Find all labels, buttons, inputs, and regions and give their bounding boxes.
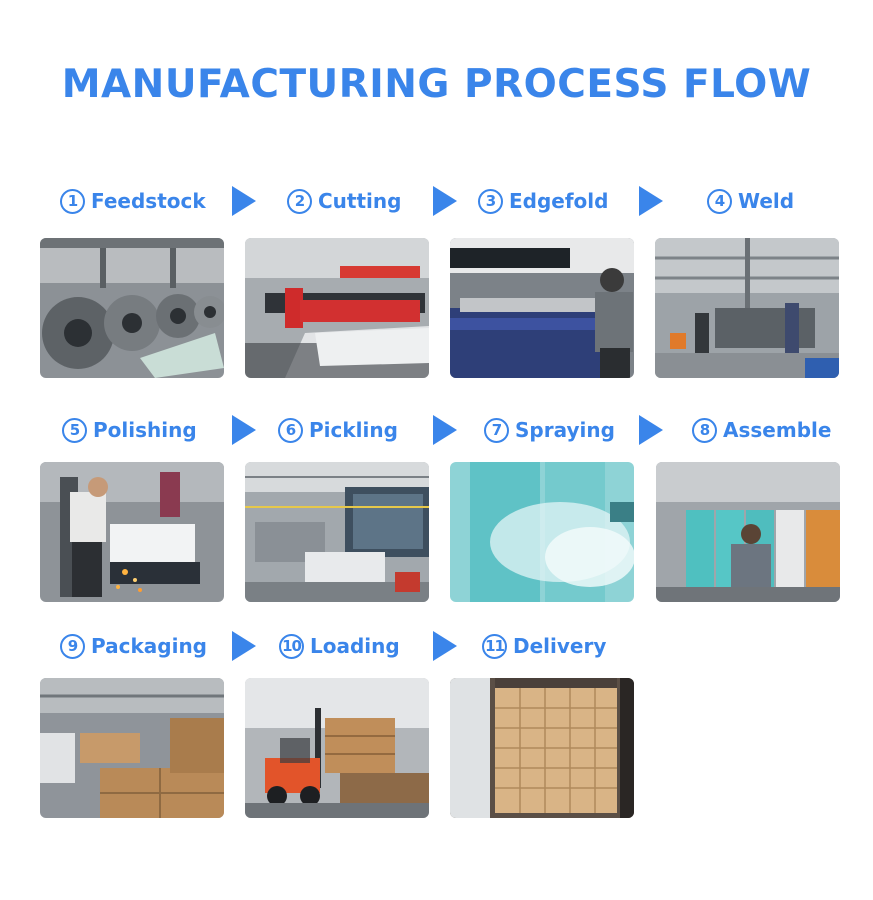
step-label-spraying: 7 Spraying bbox=[484, 413, 615, 447]
step-number-badge: 10 bbox=[279, 633, 304, 659]
step-label-pickling: 6 Pickling bbox=[278, 413, 398, 447]
step-number-badge: 4 bbox=[707, 188, 732, 214]
edgefold-photo bbox=[450, 238, 634, 378]
arrow-right-icon bbox=[433, 186, 457, 216]
step-label-delivery: 11 Delivery bbox=[482, 629, 606, 663]
polishing-photo bbox=[40, 462, 224, 602]
step-number-badge: 7 bbox=[484, 417, 509, 443]
step-number-badge: 2 bbox=[287, 188, 312, 214]
step-name: Loading bbox=[310, 634, 400, 658]
step-name: Cutting bbox=[318, 189, 402, 213]
arrow-right-icon bbox=[639, 186, 663, 216]
step-number-badge: 3 bbox=[478, 188, 503, 214]
step-number-badge: 1 bbox=[60, 188, 85, 214]
page-title: MANUFACTURING PROCESS FLOW bbox=[61, 62, 812, 107]
step-label-packaging: 9 Packaging bbox=[60, 629, 207, 663]
loading-photo bbox=[245, 678, 429, 818]
step-name: Feedstock bbox=[91, 189, 206, 213]
arrow-right-icon bbox=[232, 415, 256, 445]
spraying-photo bbox=[450, 462, 634, 602]
arrow-right-icon bbox=[232, 186, 256, 216]
step-name: Delivery bbox=[513, 634, 607, 658]
step-label-polishing: 5 Polishing bbox=[62, 413, 197, 447]
step-number-badge: 11 bbox=[482, 633, 507, 659]
arrow-right-icon bbox=[433, 415, 457, 445]
step-label-cutting: 2 Cutting bbox=[287, 184, 401, 218]
step-number-badge: 5 bbox=[62, 417, 87, 443]
step-name: Packaging bbox=[91, 634, 207, 658]
pickling-photo bbox=[245, 462, 429, 602]
step-name: Spraying bbox=[515, 418, 615, 442]
step-label-edgefold: 3 Edgefold bbox=[478, 184, 608, 218]
assemble-photo bbox=[656, 462, 840, 602]
cutting-photo bbox=[245, 238, 429, 378]
step-number-badge: 9 bbox=[60, 633, 85, 659]
arrow-right-icon bbox=[232, 631, 256, 661]
step-name: Edgefold bbox=[509, 189, 609, 213]
packaging-photo bbox=[40, 678, 224, 818]
step-number-badge: 8 bbox=[692, 417, 717, 443]
weld-photo bbox=[655, 238, 839, 378]
arrow-right-icon bbox=[639, 415, 663, 445]
step-name: Weld bbox=[738, 189, 795, 213]
step-label-weld: 4 Weld bbox=[707, 184, 794, 218]
step-name: Polishing bbox=[93, 418, 197, 442]
step-label-loading: 10 Loading bbox=[279, 629, 400, 663]
step-label-assemble: 8 Assemble bbox=[692, 413, 831, 447]
step-name: Pickling bbox=[309, 418, 398, 442]
arrow-right-icon bbox=[433, 631, 457, 661]
delivery-photo bbox=[450, 678, 634, 818]
step-number-badge: 6 bbox=[278, 417, 303, 443]
step-label-feedstock: 1 Feedstock bbox=[60, 184, 206, 218]
step-name: Assemble bbox=[723, 418, 832, 442]
feedstock-photo bbox=[40, 238, 224, 378]
